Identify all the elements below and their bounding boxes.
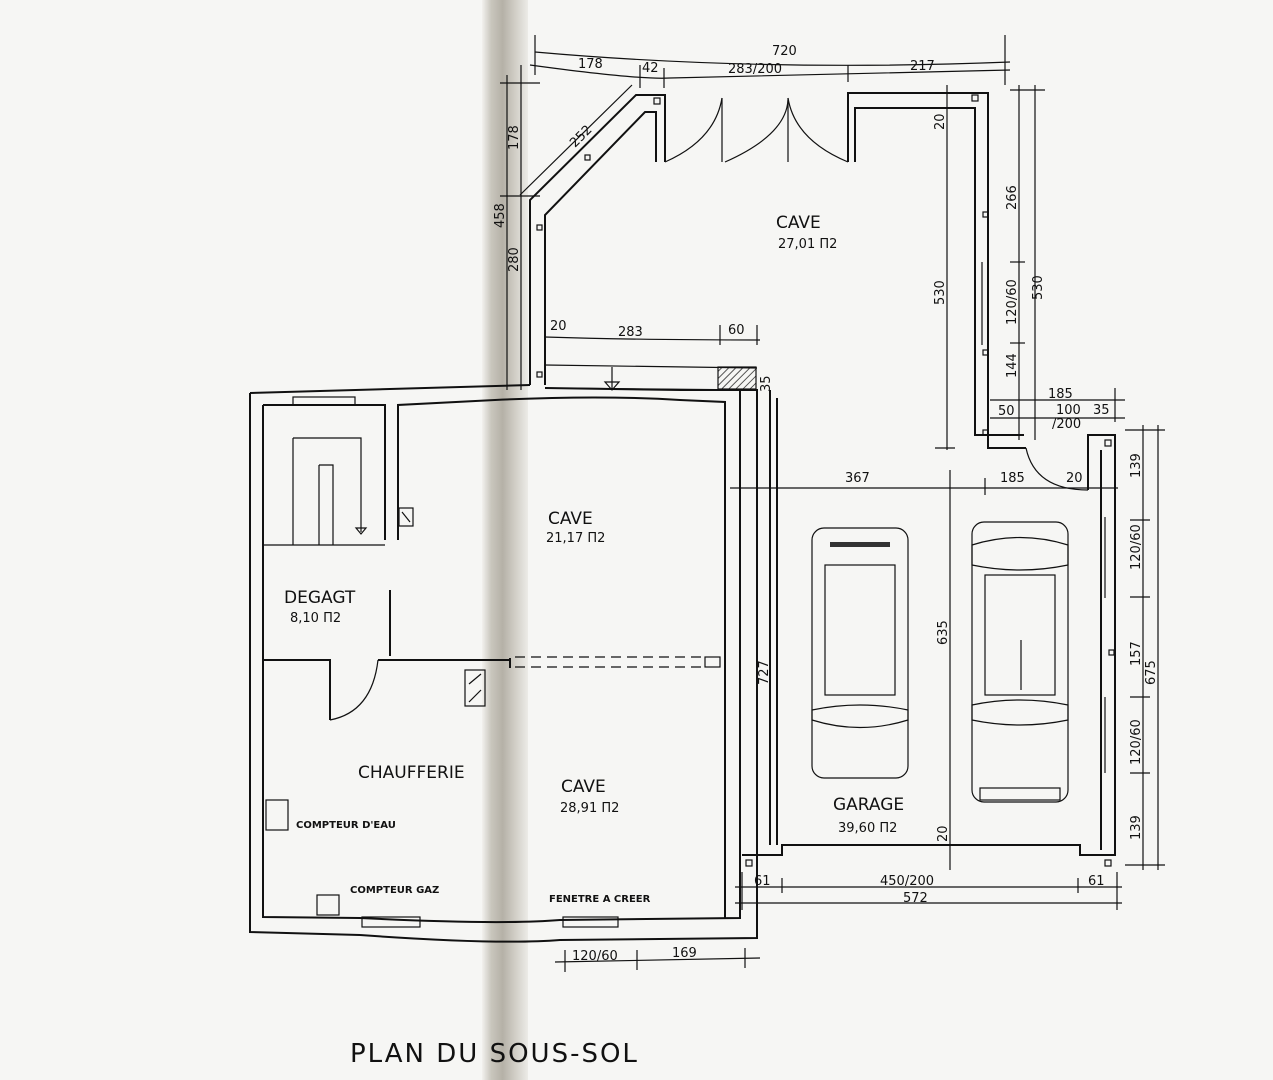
dim-top-4: 217	[910, 59, 935, 74]
dim-garage-side: 727	[757, 660, 772, 685]
dim-garage-20: 20	[1066, 471, 1083, 486]
dim-stair-35: 35	[1093, 403, 1110, 418]
dim-left-1: 178	[507, 125, 522, 150]
dim-top-1: 178	[578, 57, 603, 72]
dim-cave-width: 283	[618, 325, 643, 340]
dim-left-2: 280	[507, 247, 522, 272]
dim-garage-right-total: 675	[1144, 660, 1159, 685]
dim-stair-185: 185	[1048, 387, 1073, 402]
dim-front-door: 450/200	[880, 874, 934, 889]
dim-left-total: 458	[493, 203, 508, 228]
room-chaufferie-name: CHAUFFERIE	[358, 763, 465, 783]
dim-right-1: 266	[1005, 185, 1020, 210]
room-cave-north-area: 27,01 П2	[778, 237, 837, 252]
dim-diagonal: 252	[567, 123, 595, 151]
garage-walls: 367 185 20 635 727 20	[730, 390, 1118, 870]
dim-garage-185: 185	[1000, 471, 1025, 486]
north-cave-walls: 252	[519, 84, 1026, 449]
room-degagt-area: 8,10 П2	[290, 611, 341, 626]
dim-south-window: 120/60	[572, 949, 618, 964]
dim-front-61-left: 61	[754, 874, 771, 889]
dim-right-total: 530	[1031, 275, 1046, 300]
room-cave-north-name: CAVE	[776, 213, 821, 233]
dim-garage-r5: 139	[1129, 815, 1144, 840]
room-degagt-name: DEGAGT	[284, 588, 356, 608]
car-left-icon	[811, 527, 909, 779]
south-dims: 120/60 169	[554, 946, 761, 972]
cave-inner-dims: 20 283 60 35	[544, 319, 774, 392]
dim-top-3: 283/200	[728, 62, 782, 77]
dim-garage-367: 367	[845, 471, 870, 486]
car-right-icon	[971, 521, 1069, 803]
label-gas-meter: COMPTEUR GAZ	[350, 885, 439, 896]
top-dimension-lines: 720 178 42 283/200 217	[529, 35, 1011, 88]
dim-south-wall: 169	[672, 946, 697, 961]
dim-offset: 35	[759, 375, 774, 392]
dim-garage-r4: 120/60	[1129, 719, 1144, 765]
room-cave-middle-area: 21,17 П2	[546, 531, 605, 546]
garage-front-dims: 61 450/200 61 572	[735, 872, 1122, 910]
dim-garage-r1: 139	[1129, 453, 1144, 478]
room-garage-area: 39,60 П2	[838, 821, 897, 836]
dim-garage-r2: 120/60	[1129, 524, 1144, 570]
right-cave-dims: 20 530 266 120/60 144 530 50 185 100 35 …	[933, 85, 1125, 450]
dim-right-wall-top: 20	[933, 113, 948, 130]
dim-stair-50: 50	[998, 404, 1015, 419]
label-new-window: FENETRE A CREER	[549, 894, 651, 905]
dim-stair-200: /200	[1052, 417, 1081, 432]
dim-garage-depth: 635	[936, 620, 951, 645]
plan-title: PLAN DU SOUS-SOL	[350, 1039, 639, 1069]
dim-chimney: 60	[728, 323, 745, 338]
garage-right-dims: 139 120/60 157 120/60 139 675	[1125, 425, 1165, 870]
dim-cave-depth: 530	[933, 280, 948, 305]
label-water-meter: COMPTEUR D'EAU	[296, 820, 396, 831]
dim-cave-wall: 20	[550, 319, 567, 334]
dim-garage-bottom-wall: 20	[936, 825, 951, 842]
dim-top-2: 42	[642, 61, 659, 76]
left-dimension-lines: 458 178 280	[493, 65, 540, 390]
dim-front-61-right: 61	[1088, 874, 1105, 889]
room-garage-name: GARAGE	[833, 795, 904, 815]
dim-front-total: 572	[903, 891, 928, 906]
dim-right-2: 120/60	[1005, 279, 1020, 325]
dim-top-total: 720	[772, 44, 797, 59]
dim-garage-r3: 157	[1129, 641, 1144, 666]
room-cave-south-name: CAVE	[561, 777, 606, 797]
dim-stair-100: 100	[1056, 403, 1081, 418]
room-cave-south-area: 28,91 П2	[560, 801, 619, 816]
room-cave-middle-name: CAVE	[548, 509, 593, 529]
west-block-walls	[249, 384, 758, 943]
paper-fold-shadow	[482, 0, 528, 1080]
dim-right-3: 144	[1005, 353, 1020, 378]
